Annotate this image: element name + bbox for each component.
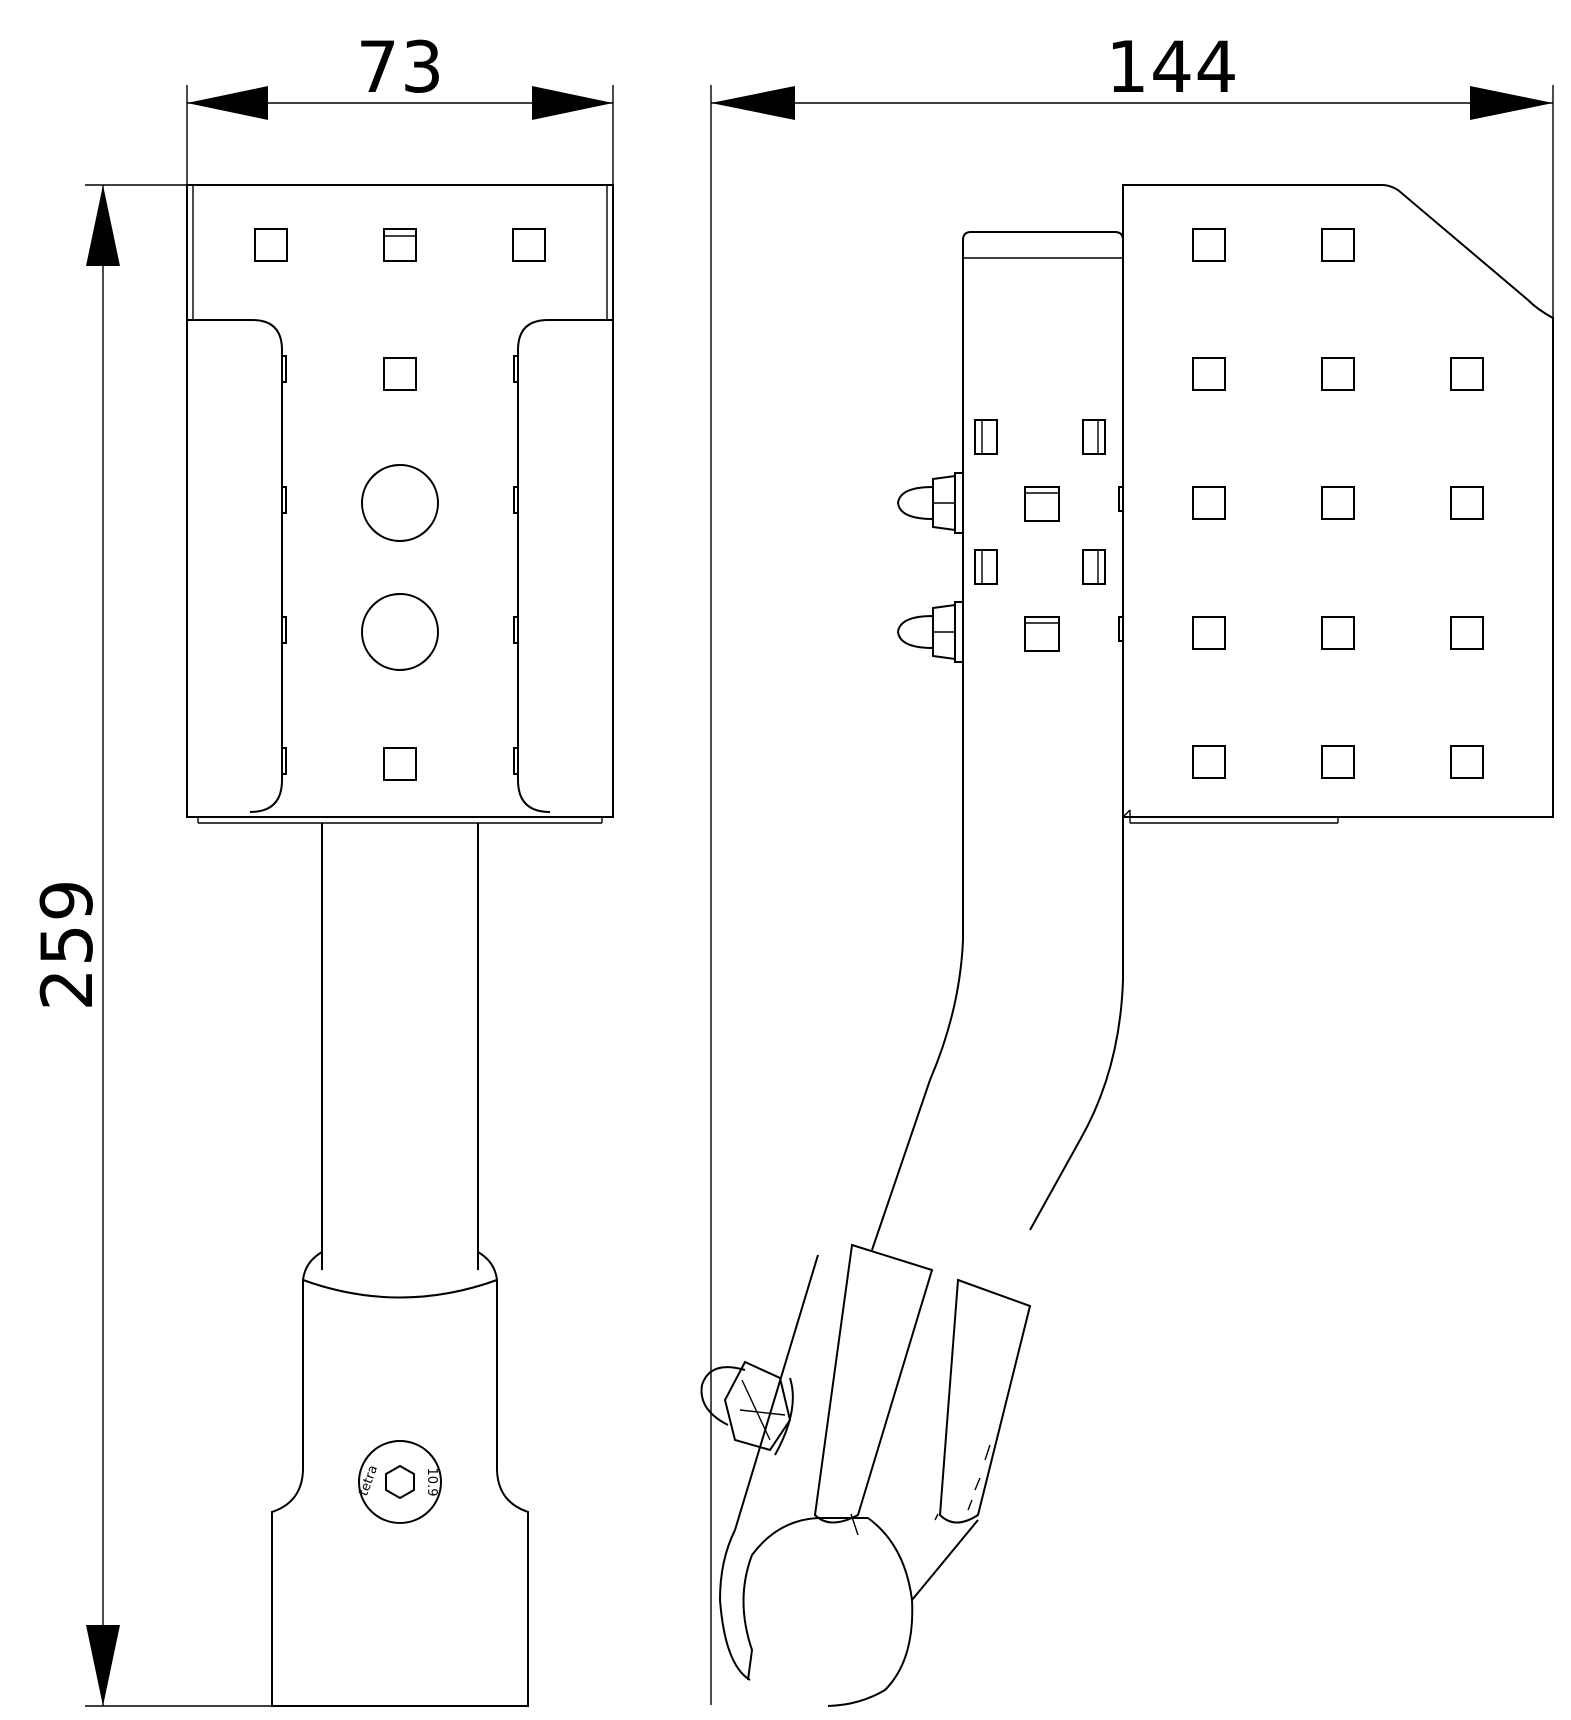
- dimension-height: 259: [27, 184, 613, 1707]
- nut-lower-icon: [896, 601, 964, 663]
- dimension-width-front: 73: [186, 27, 614, 185]
- arrow-left-icon: [711, 86, 795, 120]
- nut-upper-icon: [896, 472, 964, 534]
- stamp-grade-text: 10.9: [424, 1468, 439, 1497]
- flange-slots-right: [513, 355, 519, 775]
- round-hole-upper: [361, 464, 439, 542]
- arrow-right-icon: [1470, 86, 1553, 120]
- round-hole-lower: [361, 593, 439, 671]
- side-stamp-marks: [967, 1444, 991, 1511]
- square-holes-side: [1192, 228, 1484, 779]
- stamp-brand-text: tetra: [356, 1463, 381, 1498]
- arrow-right-icon: [532, 86, 613, 120]
- square-holes-front: [254, 228, 546, 781]
- dimension-label-144: 144: [1105, 27, 1239, 109]
- side-view: [700, 184, 1554, 1707]
- dimension-label-259: 259: [27, 878, 109, 1012]
- arrow-left-icon: [187, 86, 268, 120]
- clamp-nut-icon: [700, 1360, 794, 1456]
- dimension-label-73: 73: [355, 27, 444, 109]
- arrow-down-icon: [86, 1625, 120, 1706]
- front-view: tetra 10.9: [186, 184, 614, 1707]
- tetra-stamp: tetra 10.9: [356, 1440, 442, 1524]
- flange-slots-left: [281, 355, 287, 775]
- dimension-width-side: 144: [710, 27, 1554, 1705]
- bracket-slots: [974, 419, 1124, 652]
- arrow-up-icon: [86, 185, 120, 266]
